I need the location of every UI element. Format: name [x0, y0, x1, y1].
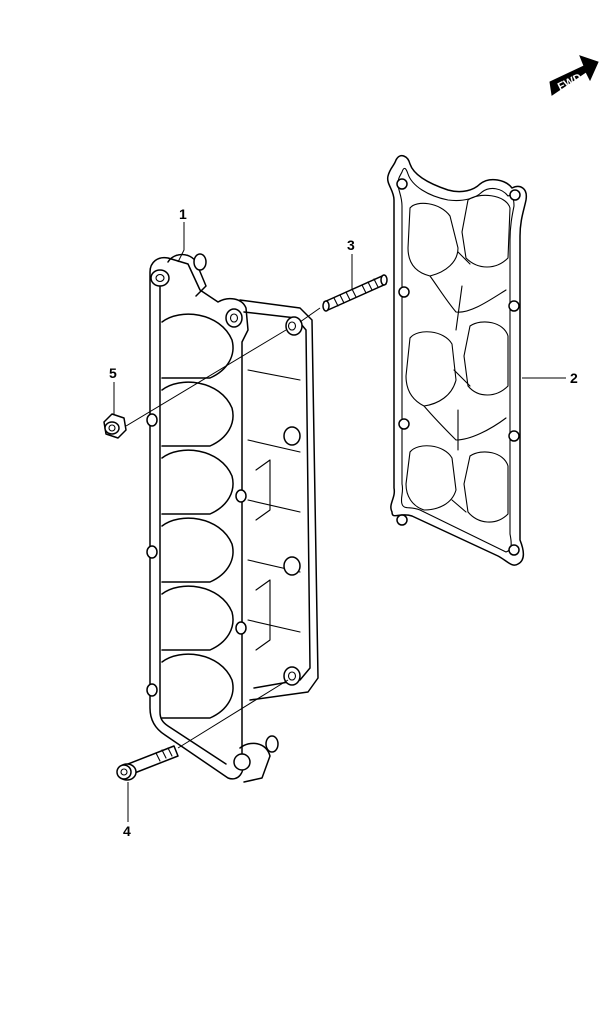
nut-part — [103, 413, 127, 439]
part-number-5: 5 — [109, 365, 117, 381]
part-number-3: 3 — [347, 237, 355, 253]
part-number-2: 2 — [570, 370, 578, 386]
fwd-arrow-icon: FWD — [549, 55, 599, 96]
assembly-line-stud — [299, 307, 321, 323]
fwd-label: FWD — [556, 72, 584, 94]
assembly-line-nut — [125, 329, 287, 427]
part-number-4: 4 — [123, 823, 131, 839]
gasket-part — [386, 154, 528, 566]
part-number-1: 1 — [179, 206, 187, 222]
leader-line-1 — [177, 222, 185, 263]
stud-part — [322, 274, 388, 312]
intake-manifold-part — [146, 253, 319, 783]
assembly-line-bolt — [177, 679, 289, 749]
bolt-part — [116, 745, 179, 781]
